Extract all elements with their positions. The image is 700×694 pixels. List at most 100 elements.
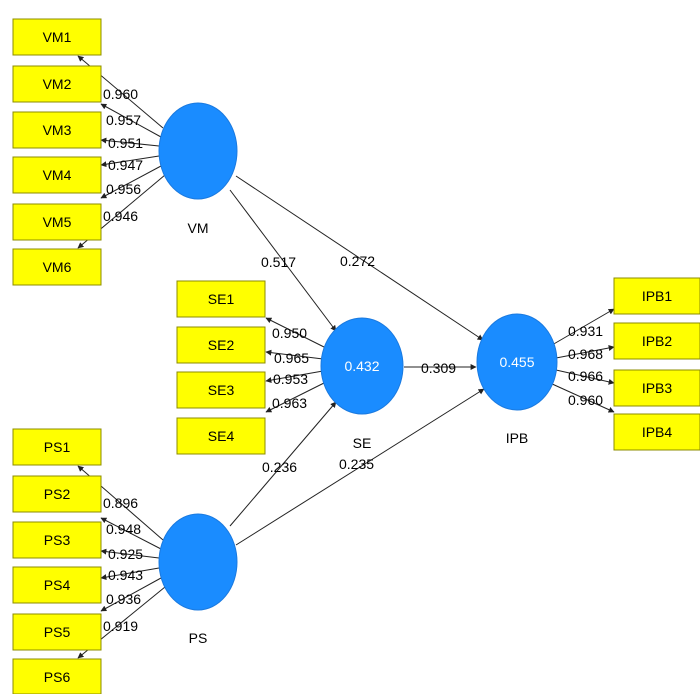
indicator-label: IPB3: [642, 380, 673, 396]
loading-label: 0.936: [106, 591, 141, 607]
ps-ps3-edge: [100, 548, 160, 559]
ipb-ipb1-edge: [551, 308, 615, 346]
ps-ps4-edge: [100, 567, 160, 581]
vm-se-path: [229, 189, 337, 332]
path-coef-vm-se: 0.517: [261, 254, 296, 270]
ps-indicators: PS1 PS2 PS3 PS4 PS5 PS6: [12, 428, 102, 694]
se-indicators: SE1 SE2 SE3 SE4: [176, 280, 266, 455]
vm-ipb-path: [235, 175, 484, 341]
construct-r2: 0.455: [499, 354, 534, 370]
indicator-se2[interactable]: SE2: [176, 326, 266, 364]
loading-label: 0.925: [108, 546, 143, 562]
ps-se-path: [229, 401, 337, 527]
indicator-label: SE4: [208, 428, 235, 444]
ipb-ipb4-edge: [549, 382, 615, 413]
vm-indicators: VM1 VM2 VM3 VM4 VM5 VM6: [12, 18, 102, 286]
vm-loadings: 0.960 0.957 0.951 0.947 0.956 0.946: [103, 86, 143, 224]
indicator-label: VM4: [43, 167, 72, 183]
indicator-label: PS6: [44, 669, 71, 685]
indicator-ps1[interactable]: PS1: [12, 428, 102, 466]
indicator-vm3[interactable]: VM3: [12, 111, 102, 149]
indicator-se1[interactable]: SE1: [176, 280, 266, 318]
vm-vm5-edge: [100, 165, 162, 199]
ps-ipb-path: [235, 388, 485, 546]
path-coef-ps-ipb: 0.235: [339, 456, 374, 472]
se-se4-edge: [265, 381, 327, 413]
indicator-se4[interactable]: SE4: [176, 417, 266, 455]
se-loadings: 0.950 0.965 0.953 0.963: [272, 325, 309, 411]
ipb-loadings: 0.931 0.968 0.966 0.960: [568, 323, 603, 408]
se-se3-edge: [265, 370, 324, 384]
indicator-vm6[interactable]: VM6: [12, 248, 102, 286]
construct-r2: 0.432: [344, 358, 379, 374]
loading-label: 0.968: [568, 346, 603, 362]
indicator-label: IPB4: [642, 424, 673, 440]
loading-label: 0.896: [103, 495, 138, 511]
indicator-ps5[interactable]: PS5: [12, 613, 102, 651]
ps-ps2-edge: [100, 517, 162, 550]
loading-label: 0.956: [106, 181, 141, 197]
indicator-label: IPB2: [642, 333, 673, 349]
loading-label: 0.946: [103, 208, 138, 224]
loading-label: 0.943: [108, 567, 143, 583]
ps-ps5-edge: [100, 577, 162, 612]
indicator-vm4[interactable]: VM4: [12, 156, 102, 194]
ipb-ipb3-edge: [555, 369, 615, 385]
indicator-ipb4[interactable]: IPB4: [613, 413, 700, 451]
indicator-vm1[interactable]: VM1: [12, 18, 102, 56]
indicator-label: VM5: [43, 214, 72, 230]
se-se2-edge: [265, 349, 324, 360]
construct-name: VM: [188, 220, 209, 236]
indicator-ps2[interactable]: PS2: [12, 475, 102, 513]
loading-label: 0.947: [108, 157, 143, 173]
loading-label: 0.965: [274, 350, 309, 366]
vm-vm3-edge: [100, 137, 160, 147]
indicator-label: PS1: [44, 439, 71, 455]
loading-label: 0.966: [568, 368, 603, 384]
indicator-label: PS4: [44, 577, 71, 593]
indicator-label: IPB1: [642, 288, 673, 304]
indicator-label: VM6: [43, 259, 72, 275]
indicator-label: PS5: [44, 624, 71, 640]
indicator-label: VM1: [43, 29, 72, 45]
construct-vm[interactable]: VM: [158, 102, 238, 236]
ipb-ipb2-edge: [555, 345, 615, 359]
indicator-vm2[interactable]: VM2: [12, 65, 102, 103]
construct-se[interactable]: 0.432 SE: [320, 317, 404, 451]
path-coef-vm-ipb: 0.272: [340, 253, 375, 269]
construct-name: SE: [353, 435, 372, 451]
indicator-label: SE2: [208, 337, 235, 353]
path-coef-se-ipb: 0.309: [421, 360, 456, 376]
construct-ps[interactable]: PS: [158, 513, 238, 646]
indicator-ipb3[interactable]: IPB3: [613, 369, 700, 407]
construct-ipb[interactable]: 0.455 IPB: [476, 313, 558, 446]
indicator-label: SE1: [208, 291, 235, 307]
vm-vm2-edge: [100, 103, 162, 138]
vm-vm4-edge: [100, 155, 160, 168]
indicator-ps4[interactable]: PS4: [12, 566, 102, 604]
path-coef-ps-se: 0.236: [262, 459, 297, 475]
indicator-label: PS3: [44, 532, 71, 548]
indicator-label: VM2: [43, 76, 72, 92]
loading-label: 0.953: [273, 371, 308, 387]
loading-label: 0.963: [272, 395, 307, 411]
indicator-ps6[interactable]: PS6: [12, 658, 102, 694]
construct-name: PS: [189, 630, 208, 646]
indicator-label: SE3: [208, 382, 235, 398]
indicator-ipb2[interactable]: IPB2: [613, 322, 700, 360]
se-se1-edge: [265, 317, 327, 349]
loading-label: 0.948: [106, 521, 141, 537]
loading-label: 0.960: [103, 86, 138, 102]
loading-label: 0.960: [568, 392, 603, 408]
loading-label: 0.957: [106, 112, 141, 128]
indicator-se3[interactable]: SE3: [176, 371, 266, 409]
ipb-indicators: IPB1 IPB2 IPB3 IPB4: [613, 277, 700, 451]
loading-label: 0.950: [272, 325, 307, 341]
indicator-ipb1[interactable]: IPB1: [613, 277, 700, 315]
indicator-ps3[interactable]: PS3: [12, 521, 102, 559]
indicator-vm5[interactable]: VM5: [12, 203, 102, 241]
loading-label: 0.919: [103, 618, 138, 634]
loading-label: 0.951: [108, 135, 143, 151]
